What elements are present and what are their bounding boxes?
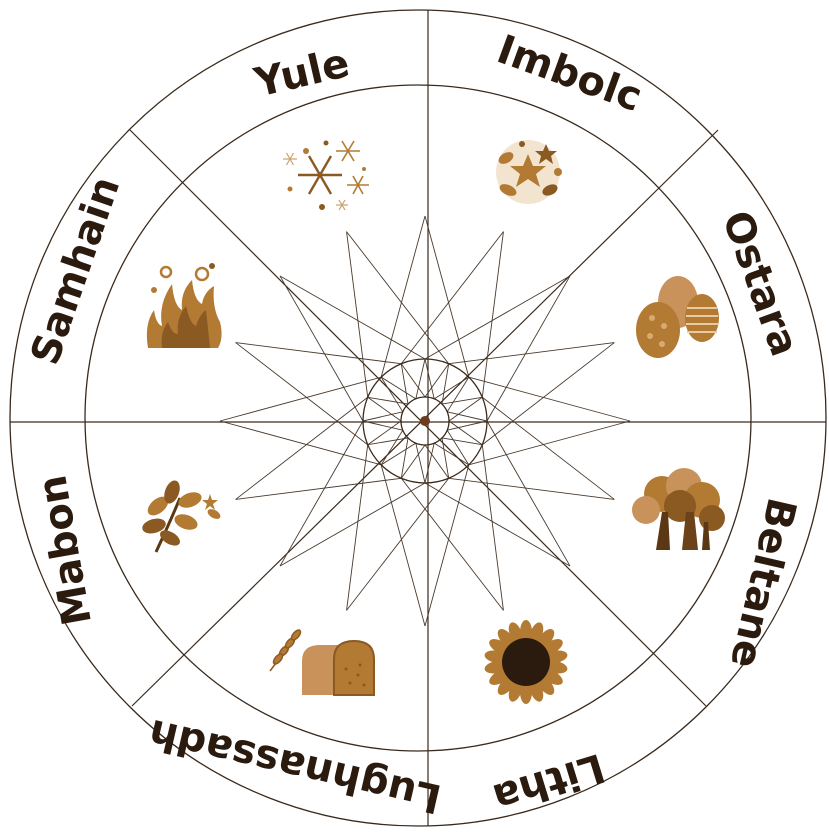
- star-ray: [280, 421, 363, 566]
- star-ray: [449, 343, 615, 364]
- star-ray: [236, 478, 402, 499]
- star-ray: [469, 377, 630, 421]
- label-samhain: Samhain: [22, 171, 129, 370]
- spokes: [10, 10, 826, 826]
- star-inner-ray: [381, 377, 403, 412]
- star-ray: [401, 478, 503, 610]
- label-mabon: Mabon: [29, 472, 101, 629]
- star-ray: [236, 343, 402, 364]
- star-inner-ray: [401, 364, 408, 404]
- star-ray: [347, 232, 449, 364]
- star-ray: [482, 445, 503, 611]
- star-ray: [236, 397, 368, 499]
- star-ray: [425, 216, 469, 377]
- star-ray: [236, 343, 368, 445]
- star-inner-ray: [434, 443, 469, 465]
- star-inner-ray: [363, 412, 403, 421]
- eggs-icon: [636, 276, 719, 358]
- star-ray: [401, 232, 503, 364]
- star-ray: [347, 232, 368, 398]
- trees-icon: [632, 468, 725, 550]
- sunflower-icon: [484, 620, 569, 704]
- star-inner-ray: [381, 443, 416, 465]
- bonfire-icon: [147, 263, 222, 348]
- label-lughnassadh: Lughnassadh: [145, 710, 446, 822]
- label-litha: Litha: [488, 744, 610, 821]
- star-inner-ray: [416, 443, 425, 483]
- star-ray: [220, 377, 381, 421]
- star-inner-ray: [381, 430, 403, 465]
- star-inner-ray: [442, 397, 482, 404]
- label-ostara: Ostara: [713, 205, 808, 362]
- star-inner-ray: [425, 359, 434, 399]
- star-ray: [487, 421, 570, 566]
- star-inner-ray: [447, 430, 469, 465]
- label-yule: Yule: [249, 40, 353, 107]
- star-inner-ray: [416, 359, 425, 399]
- star-inner-ray: [401, 438, 408, 478]
- star-ray: [220, 421, 381, 465]
- star-inner-ray: [447, 412, 487, 421]
- star-ray: [381, 465, 425, 626]
- label-imbolc: Imbolc: [491, 27, 648, 122]
- star-inner-ray: [442, 438, 482, 445]
- star-ray: [381, 216, 425, 377]
- star-inner-ray: [425, 443, 434, 483]
- snowflakes-icon: [283, 141, 369, 211]
- star-inner-ray: [381, 377, 416, 399]
- star-ray: [425, 465, 469, 626]
- label-beltane: Beltane: [721, 493, 805, 672]
- autumn-leaves-icon: [141, 478, 222, 552]
- star-ray: [482, 397, 614, 499]
- star-ray: [280, 483, 425, 566]
- flowers-icon: [496, 140, 562, 204]
- star-inner-ray: [434, 377, 469, 399]
- star-ray: [425, 483, 570, 566]
- star-ray: [280, 276, 425, 359]
- star-ray: [347, 478, 449, 610]
- star-ray: [449, 478, 615, 499]
- star-ray: [347, 445, 368, 611]
- star-inner-ray: [368, 397, 408, 404]
- star-ray: [487, 276, 570, 421]
- bread-wheat-icon: [270, 628, 374, 695]
- star-inner-ray: [447, 377, 469, 412]
- star-inner-ray: [442, 438, 449, 478]
- center-dot: [420, 416, 430, 426]
- star-ray: [280, 276, 363, 421]
- star-ray: [469, 421, 630, 465]
- star-ray: [482, 343, 614, 445]
- star-ray: [482, 232, 503, 398]
